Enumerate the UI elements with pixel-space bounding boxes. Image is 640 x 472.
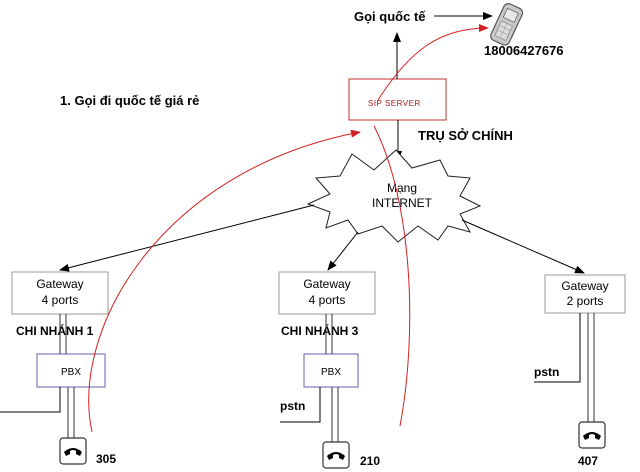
call-path-branch-3: [373, 125, 411, 427]
international-call-label: Gọi quốc tế: [354, 9, 426, 24]
internet-label-line1: Mạng: [387, 181, 417, 195]
gateway-ports-label: 4 ports: [309, 293, 346, 307]
internet-to-gateway-2: [327, 231, 359, 271]
call-path-branch-1: [88, 129, 361, 433]
internet-to-gateway-1: [59, 204, 315, 272]
extension-label: 210: [360, 454, 380, 468]
telephone-icon: [322, 441, 350, 469]
pbx-box: [303, 353, 359, 388]
gateway-box: Gateway 2 ports: [544, 274, 626, 314]
pbx-label: PBX: [321, 367, 341, 378]
extension-label: 407: [578, 454, 598, 468]
gateway-label: Gateway: [561, 279, 608, 293]
headquarters-label: TRỤ SỞ CHÍNH: [418, 128, 513, 143]
pstn-label: pstn: [280, 399, 305, 413]
branch-label: CHI NHÁNH 3: [281, 323, 359, 338]
mobile-number-label: 18006427676: [484, 43, 564, 58]
gateway-label: Gateway: [303, 277, 350, 291]
gateway-box: Gateway 4 ports: [278, 271, 376, 315]
internet-label-line2: INTERNET: [372, 196, 433, 210]
mobile-phone-icon: [490, 3, 524, 46]
gateway-ports-label: 4 ports: [42, 293, 79, 307]
telephone-icon: [578, 421, 606, 449]
internet-cloud: [306, 149, 482, 243]
sip-server-box: [348, 78, 447, 121]
call-path-international: [377, 24, 489, 101]
pstn-label: pstn: [534, 365, 559, 379]
branch-label: CHI NHÁNH 1: [16, 323, 94, 338]
internet-to-gateway-3: [461, 219, 585, 274]
extension-label: 305: [96, 452, 116, 466]
sip-server-label: SIP SERVER: [368, 99, 421, 108]
gateway-label: Gateway: [36, 277, 83, 291]
pbx-label: PBX: [61, 367, 81, 378]
gateway-ports-label: 2 ports: [567, 294, 604, 308]
telephone-icon: [59, 437, 87, 465]
diagram-title: 1. Gọi đi quốc tế giá rẻ: [60, 93, 199, 108]
gateway-box: Gateway 4 ports: [11, 271, 109, 315]
